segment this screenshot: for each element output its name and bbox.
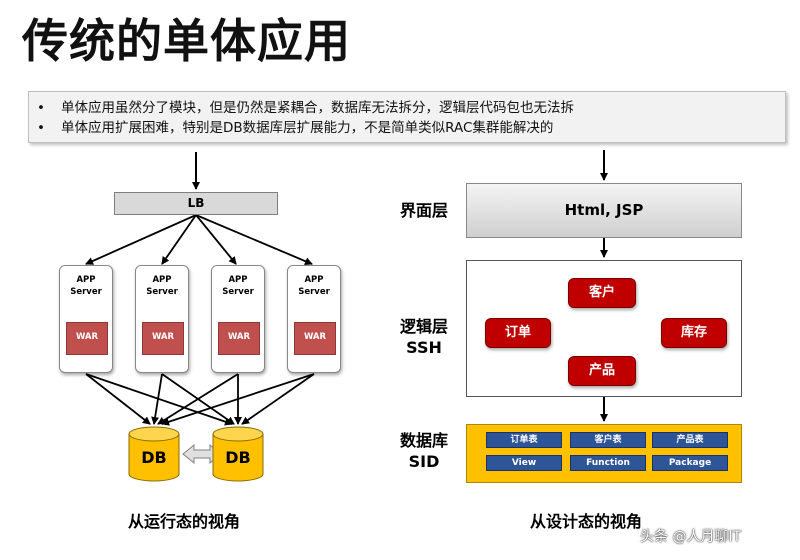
ui-layer-label: 界面层 (399, 201, 448, 220)
runtime-caption: 从运行态的视角 (128, 512, 241, 531)
app-server-1: APP Server WAR (59, 265, 113, 373)
db-cylinder-left: DB (128, 426, 180, 482)
app-server-3: APP Server WAR (211, 265, 265, 373)
table-order: 订单表 (486, 432, 562, 448)
node-order: 订单 (485, 318, 551, 348)
node-customer: 客户 (568, 278, 636, 308)
bullet-item: • 单体应用扩展困难，特别是DB数据库层扩展能力，不是简单类似RAC集群能解决的 (37, 118, 785, 138)
db-function: Function (570, 455, 646, 471)
database-icon (212, 426, 264, 482)
node-inventory: 库存 (661, 318, 727, 348)
db-cylinder-right: DB (212, 426, 264, 482)
page-title: 传统的单体应用 (22, 14, 351, 68)
bullet-list: • 单体应用虽然分了模块，但是仍然是紧耦合，数据库无法拆分，逻辑层代码包也无法拆… (28, 91, 786, 143)
load-balancer-box: LB (114, 192, 278, 215)
app-server-label: APP Server (222, 275, 254, 297)
app-server-label: APP Server (146, 275, 178, 297)
table-customer: 客户表 (570, 432, 646, 448)
app-server-label: APP Server (70, 275, 102, 297)
app-server-4: APP Server WAR (287, 265, 341, 373)
war-box: WAR (142, 322, 184, 355)
bullet-dot: • (37, 100, 45, 116)
app-server-2: APP Server WAR (135, 265, 189, 373)
db-layer-label: 数据库 SID (399, 431, 448, 471)
war-box: WAR (66, 322, 108, 355)
war-box: WAR (294, 322, 336, 355)
bullet-item: • 单体应用虽然分了模块，但是仍然是紧耦合，数据库无法拆分，逻辑层代码包也无法拆 (37, 98, 785, 118)
table-product: 产品表 (652, 432, 728, 448)
logic-layer-label: 逻辑层 SSH (399, 317, 448, 357)
watermark: 头条 @人月聊IT (640, 529, 742, 545)
db-view: View (486, 455, 562, 471)
app-server-label: APP Server (298, 275, 330, 297)
bullet-dot: • (37, 120, 45, 136)
db-label: DB (141, 448, 167, 467)
design-caption: 从设计态的视角 (530, 512, 643, 531)
bullet-text: 单体应用虽然分了模块，但是仍然是紧耦合，数据库无法拆分，逻辑层代码包也无法拆 (61, 100, 574, 116)
ui-tech-box: Html, JSP (466, 183, 742, 238)
node-product: 产品 (568, 356, 636, 386)
database-icon (128, 426, 180, 482)
db-package: Package (652, 455, 728, 471)
db-label: DB (225, 448, 251, 467)
bullet-text: 单体应用扩展困难，特别是DB数据库层扩展能力，不是简单类似RAC集群能解决的 (61, 120, 554, 136)
war-box: WAR (218, 322, 260, 355)
